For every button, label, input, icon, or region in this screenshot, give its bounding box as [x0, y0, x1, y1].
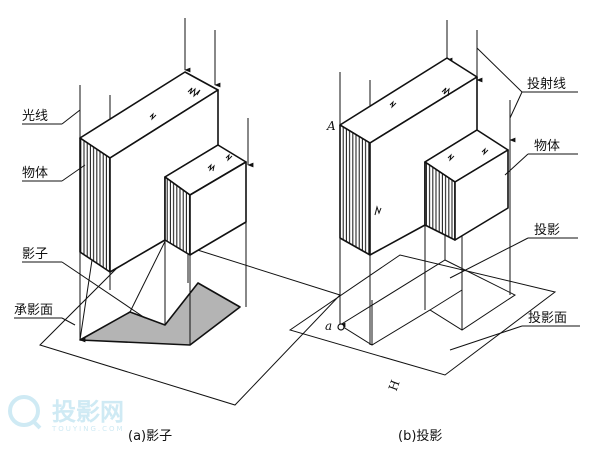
- watermark-sub: TOUYING.COM: [51, 425, 125, 433]
- watermark-logo: 投影网 TOUYING.COM: [8, 395, 125, 433]
- label-point-A: A: [326, 119, 336, 133]
- figure-b-projection: A a H 投射线 物体 投影 投影面 (b)投影: [288, 20, 580, 444]
- figure-a-shadow: 光线 物体 影子 承影面 (a)影子: [14, 18, 341, 444]
- caption-b: (b)投影: [398, 428, 442, 444]
- caption-a: (a)影子: [128, 429, 172, 444]
- label-shadow: 影子: [22, 247, 48, 262]
- projection-outline: [339, 259, 516, 346]
- watermark-text: 投影网: [52, 398, 124, 426]
- label-plane: 投影面: [528, 310, 567, 326]
- label-surface: 承影面: [14, 303, 53, 318]
- label-object-a: 物体: [22, 166, 48, 181]
- point-a-marker: [337, 323, 345, 331]
- projection-plane: [288, 254, 557, 376]
- tall-block: [79, 71, 219, 273]
- labels-b: 投射线 物体 投影 投影面: [449, 47, 580, 351]
- short-block: [164, 144, 247, 256]
- label-point-a: a: [325, 319, 332, 333]
- label-light: 光线: [22, 109, 48, 124]
- labels-a: 光线 物体 影子 承影面: [14, 109, 146, 326]
- shadow-area: [79, 282, 241, 346]
- label-ray: 投射线: [527, 76, 566, 92]
- label-projection: 投影: [534, 222, 560, 238]
- short-block-b: [424, 129, 509, 241]
- tall-block-b: [339, 57, 478, 256]
- label-plane-H: H: [386, 378, 403, 393]
- label-object-b: 物体: [534, 139, 560, 154]
